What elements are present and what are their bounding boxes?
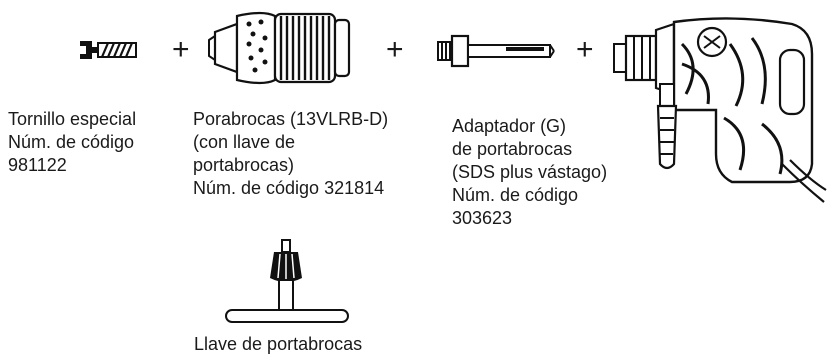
special-screw-illustration: [80, 41, 137, 59]
chuck-adapter-illustration: [437, 34, 555, 68]
label-line: Tornillo especial: [8, 109, 137, 129]
plus-sign: +: [386, 33, 404, 66]
label-line: Adaptador (G): [452, 116, 567, 136]
label-line: Núm. de código 321814: [193, 178, 385, 198]
chuck-key-illustration: [225, 239, 349, 323]
label-line: Núm. de código: [8, 132, 135, 152]
chuck-adapter-label: Adaptador (G) de portabrocas (SDS plus v…: [452, 115, 607, 230]
label-line: (con llave de: [193, 132, 296, 152]
label-line: Llave de portabrocas: [194, 334, 363, 354]
drill-chuck-label: Porabrocas (13VLRB-D) (con llave de port…: [193, 108, 388, 200]
label-line: 981122: [8, 155, 67, 175]
label-line: 303623: [452, 208, 513, 228]
label-line: (SDS plus vástago): [452, 162, 608, 182]
rotary-hammer-illustration: [613, 17, 827, 203]
plus-sign: +: [576, 33, 594, 66]
chuck-key-label: Llave de portabrocas: [194, 333, 362, 356]
label-line: de portabrocas: [452, 139, 573, 159]
drill-chuck-illustration: [208, 11, 351, 85]
label-line: Núm. de código: [452, 185, 579, 205]
label-line: Porabrocas (13VLRB-D): [193, 109, 389, 129]
label-line: portabrocas): [193, 155, 295, 175]
plus-sign: +: [172, 33, 190, 66]
special-screw-label: Tornillo especial Núm. de código 981122: [8, 108, 136, 177]
